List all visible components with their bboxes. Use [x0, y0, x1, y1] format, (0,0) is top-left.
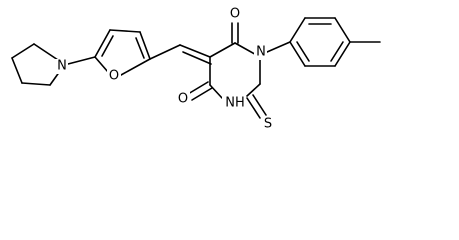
bond: [191, 87, 213, 101]
bond: [109, 29, 141, 33]
atom-label-o: O: [230, 7, 240, 22]
bond: [11, 43, 35, 59]
bond: [101, 35, 114, 57]
bond: [334, 41, 351, 67]
bond: [182, 51, 212, 65]
bond: [94, 56, 109, 73]
bond: [179, 44, 211, 58]
atom-label-o: O: [109, 69, 119, 84]
atom-label-n: N: [57, 59, 67, 74]
bond: [120, 58, 151, 76]
atom-label-o: O: [178, 92, 188, 107]
bond: [289, 17, 306, 43]
bond: [334, 17, 351, 43]
bond: [296, 41, 310, 62]
bond: [21, 82, 51, 86]
bond: [246, 83, 261, 97]
bond: [135, 37, 145, 59]
atom-label-n: N: [256, 45, 266, 60]
bond: [266, 41, 291, 53]
bond: [252, 94, 267, 116]
bond: [209, 84, 223, 99]
bond: [11, 57, 23, 84]
atom-label-nh: NH: [225, 96, 245, 111]
bond: [289, 41, 306, 67]
bond: [139, 31, 151, 60]
bond: [209, 42, 236, 58]
bond: [149, 44, 181, 60]
atom-labels: N O O N O NH S: [55, 7, 274, 132]
atom-label-s: S: [264, 117, 272, 132]
bond: [33, 43, 59, 61]
bond: [94, 29, 111, 58]
bonds: [11, 17, 381, 119]
bond: [187, 81, 209, 95]
bond: [330, 41, 344, 62]
bond: [67, 56, 96, 65]
bond: [246, 97, 261, 119]
molecule-structure: N O O N O NH S: [11, 7, 381, 132]
